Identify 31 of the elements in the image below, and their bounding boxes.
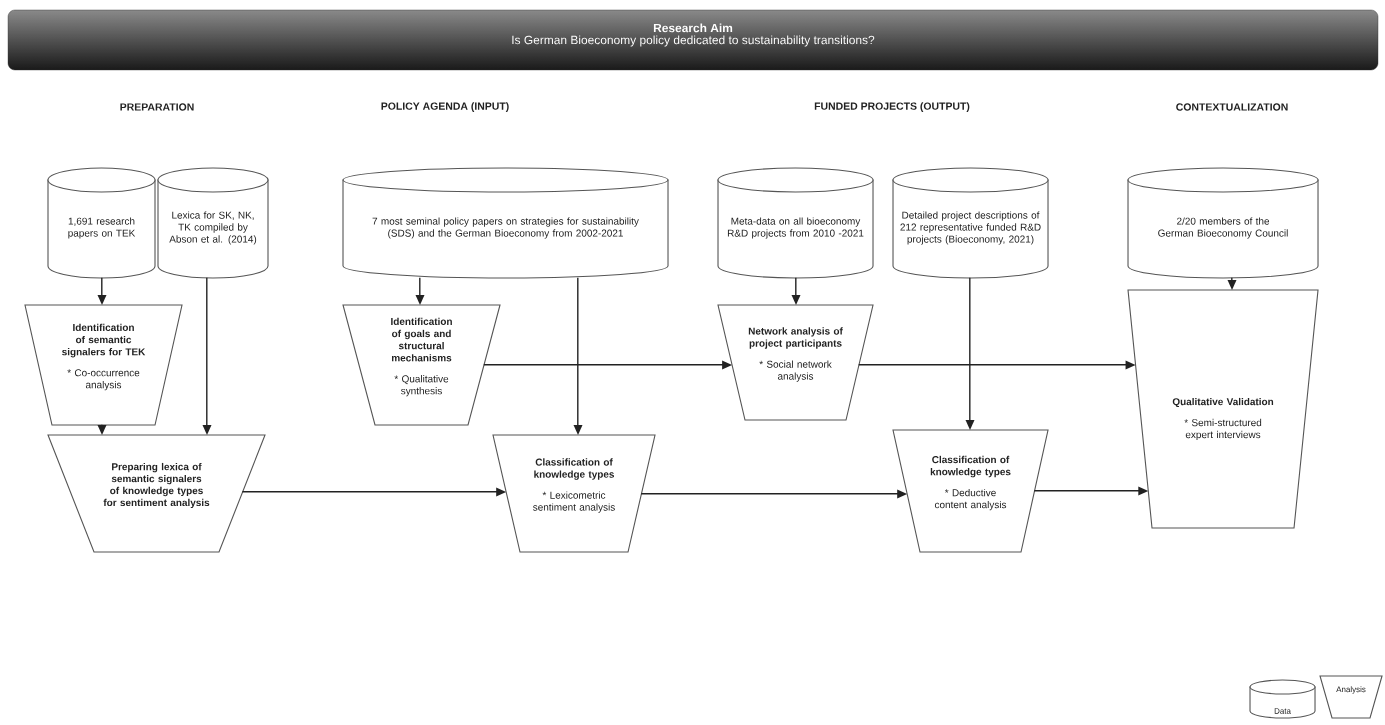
arrow <box>1033 486 1149 496</box>
data-cylinder: Meta-data on all bioeconomy R&D projects from 2010 -2021 <box>717 167 874 279</box>
arrow <box>573 277 583 435</box>
data-cylinder: 1,691 research papers on TEK <box>47 167 156 279</box>
data-cylinder: 7 most seminal policy papers on strategies for sustainability (SDS) and the German Bioeconomy from 2002-2021 <box>342 167 669 279</box>
section-heading: POLICY AGENDA (INPUT) <box>381 102 509 112</box>
section-heading: PREPARATION <box>120 103 194 111</box>
arrow <box>97 424 107 435</box>
title-banner: Research Aim Is German Bioeconomy policy dedicated to sustainability transitions? <box>7 9 1379 71</box>
analysis-trapezoid: Network analysis of project participants * Social network analysis <box>717 304 874 421</box>
data-cylinder: Detailed project descriptions of 212 representative funded R&D projects (Bioeconomy, 2021) <box>892 167 1049 279</box>
arrow <box>640 489 908 499</box>
analysis-trapezoid: Qualitative Validation * Semi-structured expert interviews <box>1127 289 1319 529</box>
arrow <box>241 487 507 497</box>
analysis-trapezoid: Identification of goals and structural mechanisms * Qualitative synthesis <box>342 304 501 426</box>
data-cylinder: 2/20 members of the German Bioeconomy Council <box>1127 167 1319 279</box>
data-cylinder: Lexica for SK, NK, TK compiled by Abson et al. (2014) <box>157 167 269 279</box>
arrow <box>1227 277 1237 290</box>
arrow <box>965 277 975 430</box>
arrow <box>415 277 425 305</box>
arrow <box>791 277 801 305</box>
analysis-trapezoid: Classification of knowledge types * Lexicometric sentiment analysis <box>492 434 656 553</box>
analysis-trapezoid: Preparing lexica of semantic signalers of knowledge types for sentiment analysis <box>47 434 266 553</box>
arrow <box>858 360 1136 370</box>
arrow <box>483 360 733 370</box>
section-heading: FUNDED PROJECTS (OUTPUT) <box>814 102 970 112</box>
arrow <box>202 277 212 435</box>
analysis-trapezoid: Classification of knowledge types * Deductive content analysis <box>892 429 1049 553</box>
arrow <box>97 277 107 305</box>
section-heading: CONTEXTUALIZATION <box>1176 103 1288 111</box>
analysis-trapezoid: Identification of semantic signalers for TEK * Co-occurrence analysis <box>24 304 183 426</box>
